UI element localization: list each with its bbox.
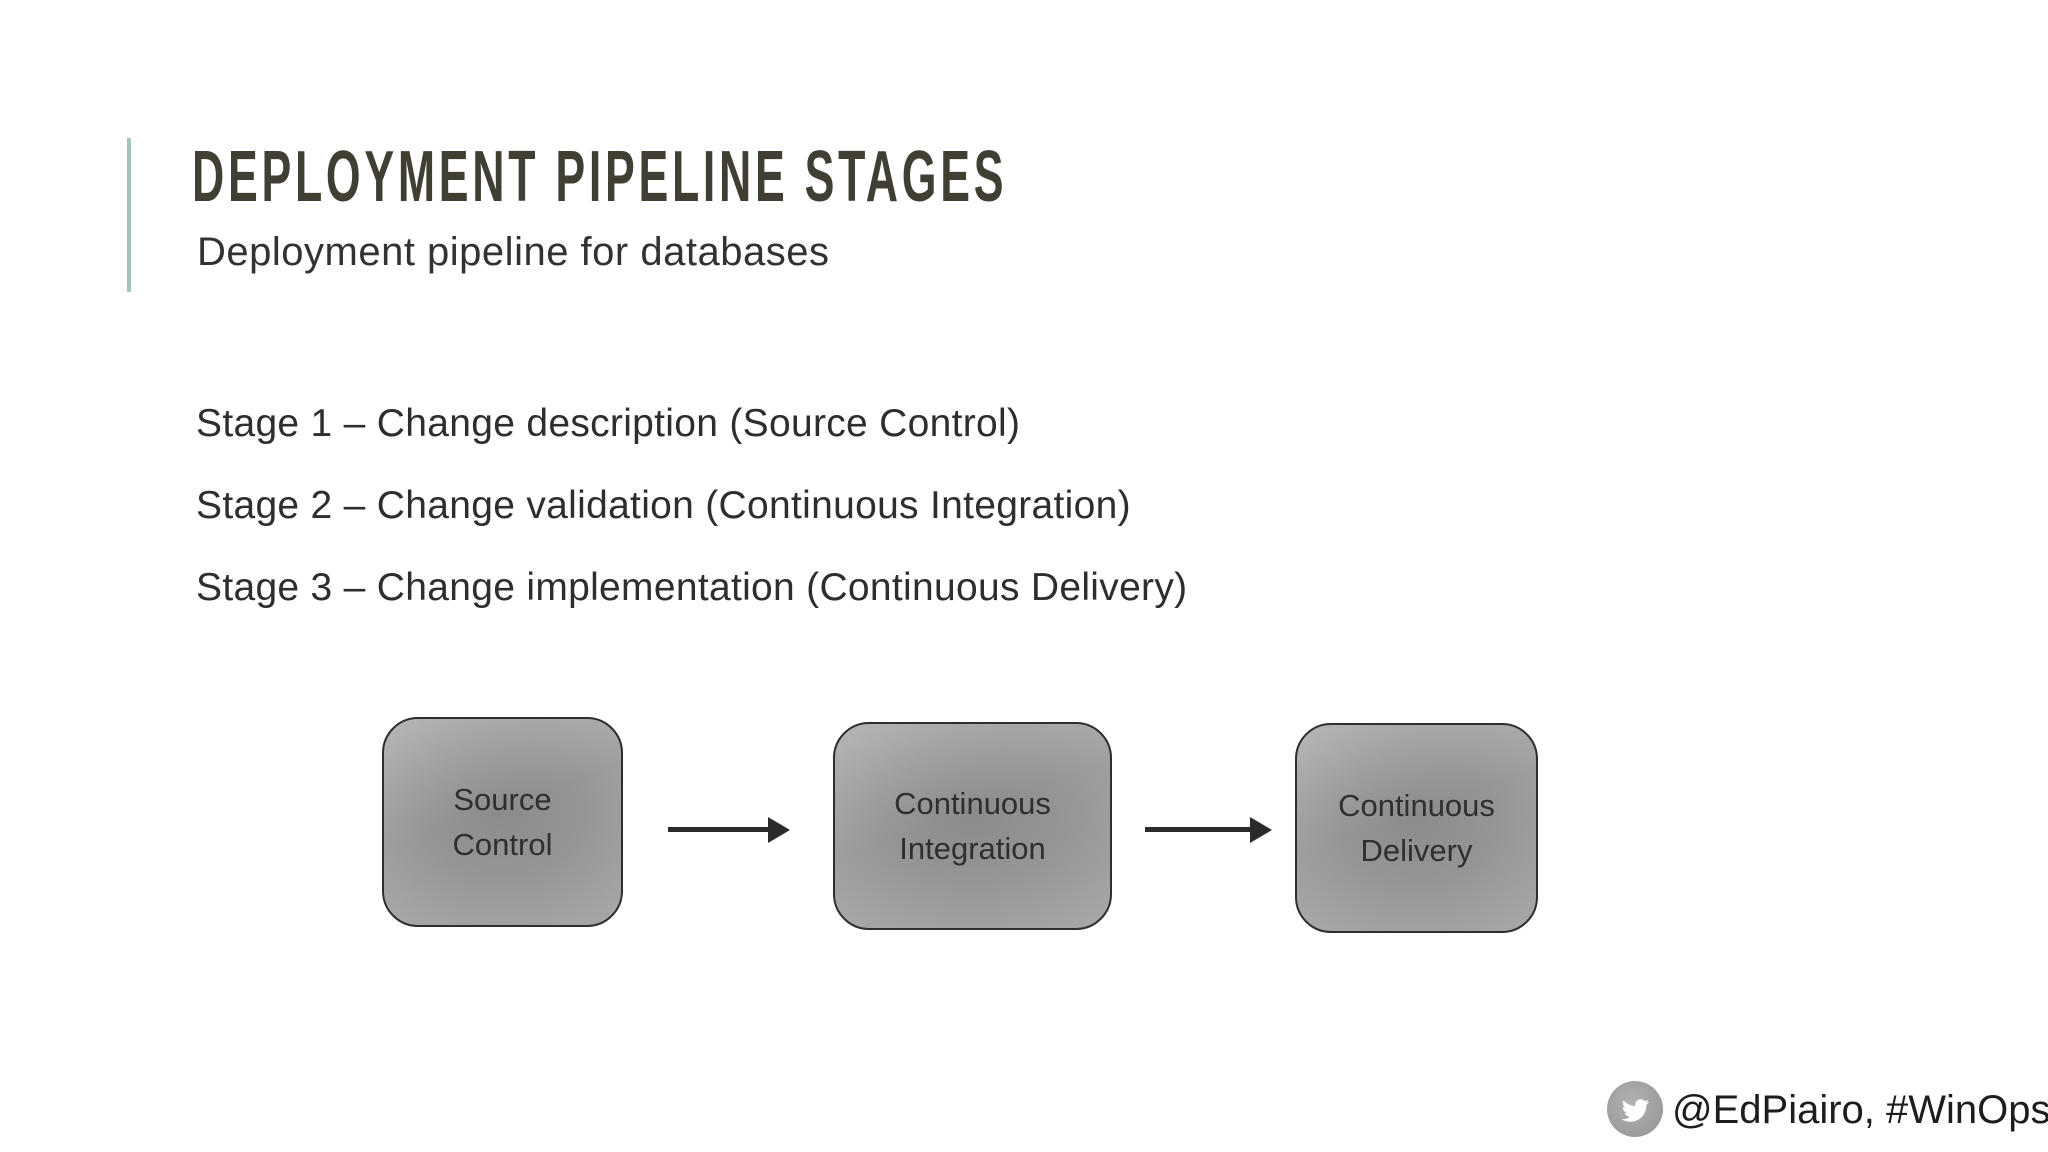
twitter-icon — [1607, 1081, 1663, 1137]
flow-arrow-right-icon — [668, 827, 768, 832]
stage-line-1: Stage 1 – Change description (Source Con… — [196, 402, 1021, 445]
stage-line-3: Stage 3 – Change implementation (Continu… — [196, 566, 1188, 609]
stage-list: Stage 1 – Change description (Source Con… — [196, 383, 1187, 629]
box-label-line: Delivery — [1360, 833, 1473, 868]
box-label-line: Control — [452, 827, 553, 862]
box-label-line: Integration — [899, 831, 1046, 866]
flow-arrow-right-icon — [1145, 827, 1250, 832]
pipeline-box-source-control: Source Control — [382, 717, 623, 927]
pipeline-box-continuous-delivery: Continuous Delivery — [1295, 723, 1538, 933]
slide-subtitle: Deployment pipeline for databases — [197, 230, 830, 274]
twitter-bird-icon — [1621, 1099, 1650, 1122]
box-label-line: Source — [453, 782, 552, 817]
slide-title: DEPLOYMENT PIPELINE STAGES — [192, 137, 1008, 217]
box-label-line: Continuous — [894, 786, 1051, 821]
accent-bar — [127, 138, 131, 292]
pipeline-box-continuous-integration: Continuous Integration — [833, 722, 1112, 930]
stage-line-2: Stage 2 – Change validation (Continuous … — [196, 484, 1131, 527]
twitter-handle-text: @EdPiairo, #WinOps — [1672, 1088, 2048, 1132]
box-label-line: Continuous — [1338, 788, 1495, 823]
